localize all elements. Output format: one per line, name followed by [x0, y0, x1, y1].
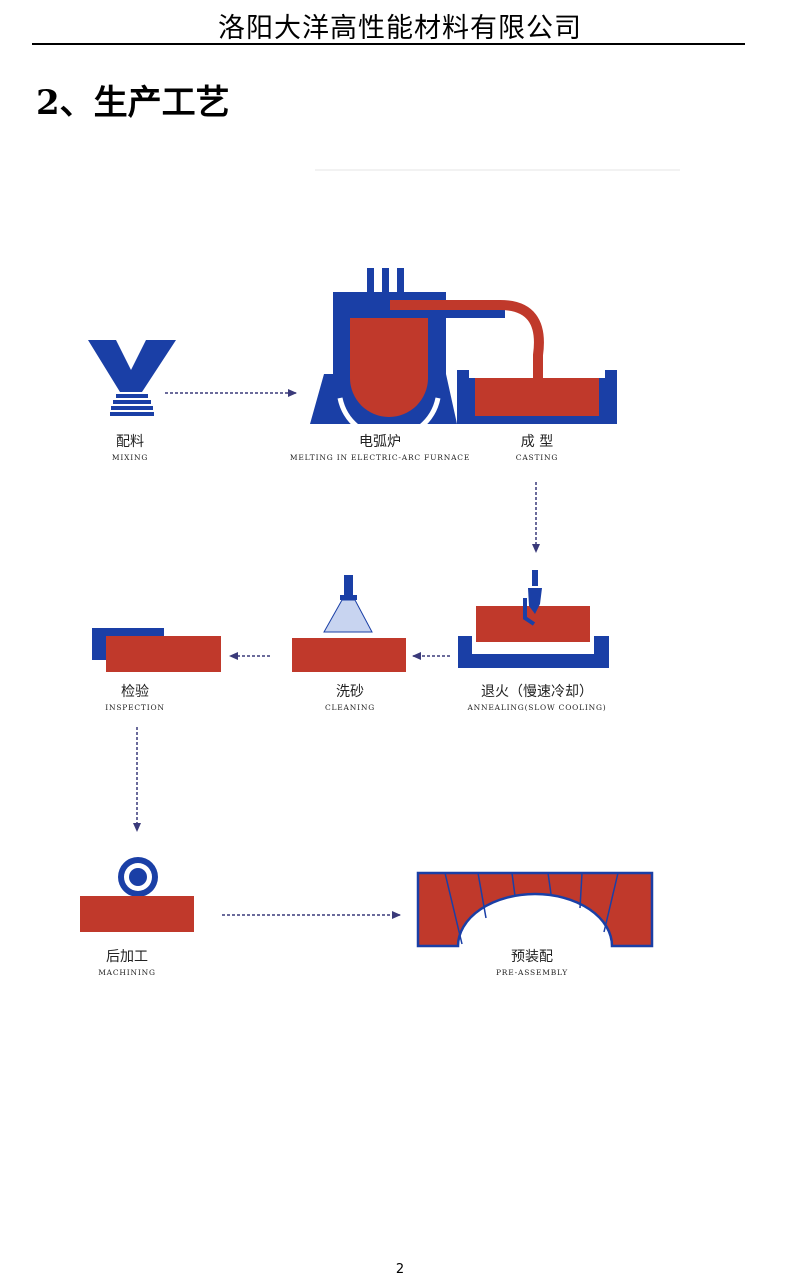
inspection-icon — [92, 628, 221, 672]
label-cleaning-cn: 洗砂 — [336, 684, 364, 700]
label-machining-en: MACHINING — [98, 968, 156, 977]
label-machining-cn: 后加工 — [106, 949, 148, 965]
label-annealing-cn: 退火（慢速冷却） — [481, 683, 593, 700]
label-melting-cn: 电弧炉 — [359, 434, 401, 450]
label-mixing-cn: 配料 — [116, 434, 144, 450]
header-rule — [32, 43, 745, 45]
machining-icon — [80, 857, 194, 932]
mixing-hopper-icon — [88, 340, 176, 416]
label-assembly-cn: 预装配 — [511, 949, 553, 965]
annealing-icon — [458, 570, 609, 668]
label-casting-en: CASTING — [516, 453, 558, 462]
flow-arrows — [133, 389, 540, 919]
label-cleaning-en: CLEANING — [325, 703, 375, 712]
label-inspection-en: INSPECTION — [105, 703, 165, 712]
casting-mould-icon — [457, 355, 617, 424]
pre-assembly-arch-icon — [416, 871, 654, 948]
label-assembly-en: PRE-ASSEMBLY — [496, 968, 568, 977]
label-melting-en: MELTING IN ELECTRIC-ARC FURNACE — [290, 453, 470, 462]
label-inspection-cn: 检验 — [121, 684, 149, 700]
company-header: 洛阳大洋高性能材料有限公司 — [218, 13, 582, 44]
label-mixing-en: MIXING — [112, 453, 148, 462]
label-casting-cn: 成 型 — [521, 434, 553, 450]
arc-furnace-icon — [310, 268, 544, 441]
section-title: 2、生产工艺 — [36, 83, 230, 123]
label-annealing-en: ANNEALING(SLOW COOLING) — [466, 703, 606, 712]
page-number: 2 — [395, 1262, 405, 1277]
cleaning-icon — [292, 575, 406, 672]
